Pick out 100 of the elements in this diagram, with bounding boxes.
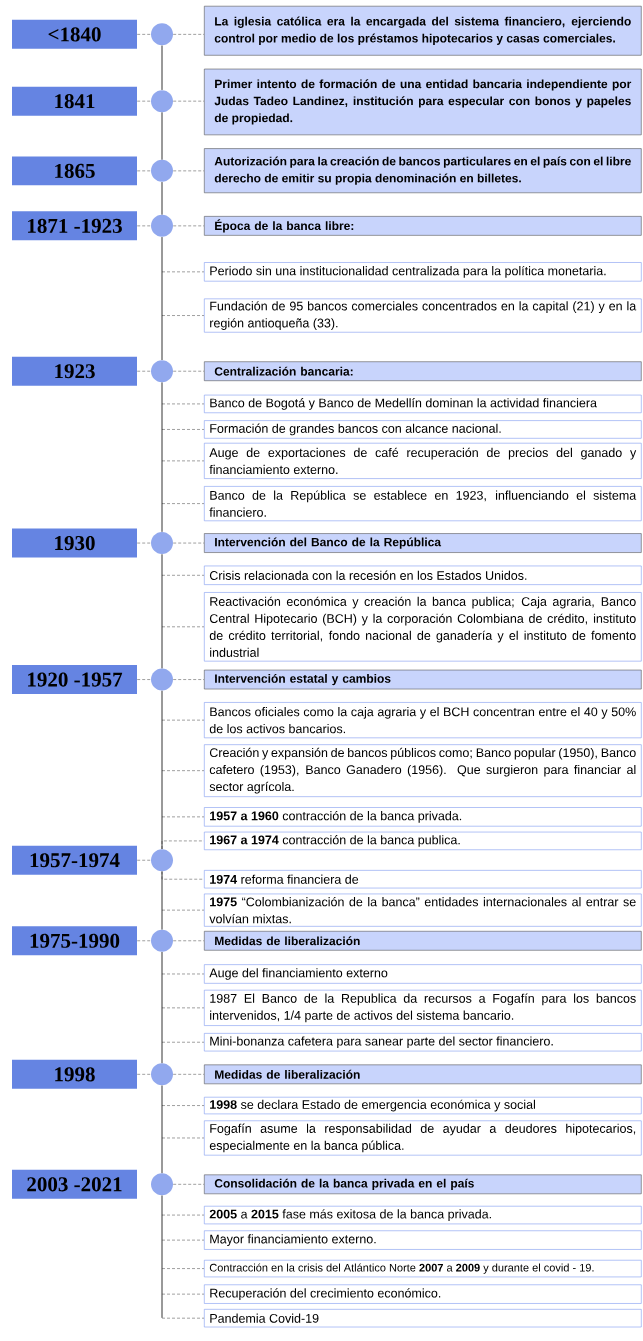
connector-line [136, 100, 152, 102]
note-box: Banco de la República se establece en 1923, influenciando el sistema financiero. [204, 486, 642, 522]
timeline-dot [151, 1173, 173, 1196]
timeline-dot [151, 360, 173, 383]
note-box: 2005 a 2015 fase más exitosa de la banca privada. [204, 1205, 642, 1225]
connector-line [172, 679, 205, 680]
connector-line [136, 1074, 152, 1075]
connector-line [161, 403, 205, 405]
section-header-box: Medidas de liberalización [204, 1064, 642, 1085]
timeline-dot [151, 668, 173, 691]
connector-line [172, 170, 205, 172]
timeline-line [161, 951, 163, 1064]
timeline-dot [151, 214, 173, 237]
connector-line [172, 100, 205, 102]
connector-line [172, 542, 205, 544]
note-box: Pandemia Covid-19 [204, 1309, 642, 1328]
connector-line [161, 1317, 205, 1319]
connector-line [161, 1041, 205, 1043]
year-box: <1840 [12, 19, 137, 49]
note-box: Fundación de 95 bancos comerciales concentrados en la capital (21) y en la región antioqueña (33). [204, 298, 642, 333]
connector-line [172, 370, 205, 372]
connector-line [161, 271, 205, 273]
connector-line [161, 626, 205, 628]
event-box: Primer intento de formación de una entidad bancaria independiente por Judas Tadeo Landinez, institución para especular con bonos y papeles de propiedad. [204, 68, 642, 136]
note-box: Banco de Bogotá y Banco de Medellín dominan la actividad financiera [204, 394, 642, 414]
connector-line [161, 770, 205, 771]
note-box: 1957 a 1960 contracción de la banca privada. [204, 807, 642, 827]
connector-line [172, 1074, 205, 1075]
timeline-dot [151, 159, 173, 182]
connector-line [172, 940, 205, 941]
year-box: 1920 -1957 [12, 665, 137, 695]
connector-line [136, 225, 152, 227]
connector-line [161, 503, 205, 504]
connector-line [161, 816, 205, 818]
section-header-box: Centralización bancaria: [204, 361, 642, 381]
note-box: Auge de exportaciones de café recuperación de precios del ganado y financiamiento externo. [204, 442, 642, 479]
year-box: 1975-1990 [12, 926, 137, 956]
connector-line [161, 719, 205, 721]
year-box: 2003 -2021 [12, 1169, 137, 1199]
note-box: Mayor financiamiento externo. [204, 1230, 642, 1250]
connector-line [161, 315, 205, 316]
note-box: Crisis relacionada con la recesión en los Estados Unidos. [204, 565, 642, 585]
note-box: 1967 a 1974 contracción de la banca publica. [204, 831, 642, 851]
note-box: Contracción en la crisis del Atlántico Norte 2007 a 2009 y durante el covid - 19. [204, 1259, 642, 1278]
section-header-box: Intervención del Banco de la República [204, 533, 642, 553]
connector-line [161, 1137, 205, 1139]
timeline-line [161, 1085, 163, 1174]
year-box: 1957-1974 [12, 845, 137, 875]
connector-line [161, 1268, 205, 1269]
connector-line [136, 860, 152, 861]
note-box: 1987 El Banco de la Republica da recursos a Fogafín para los bancos intervenidos, 1/4 parte de activos del sistema bancario. [204, 989, 642, 1026]
timeline-dot [151, 1063, 173, 1086]
connector-line [161, 1293, 205, 1295]
section-header-box: Intervención estatal y cambios [204, 669, 642, 690]
connector-line [136, 542, 152, 544]
section-header-box: Consolidación de la banca privada en el país [204, 1174, 642, 1195]
note-box: 1998 se declara Estado de emergencia económica y social [204, 1096, 642, 1115]
note-box: 1975 “Colombianización de la banca” entidades internacionales al entrar se volvían mixtas. [204, 893, 642, 927]
timeline-dot [151, 90, 173, 113]
section-header-box: Época de la banca libre: [204, 216, 642, 236]
timeline-line [161, 690, 163, 850]
timeline-line [161, 111, 163, 161]
timeline-line [161, 45, 163, 91]
connector-line [161, 1214, 205, 1216]
year-box: 1923 [12, 356, 137, 386]
timeline-dot [151, 23, 173, 46]
year-box: 1998 [12, 1059, 137, 1089]
note-box: Bancos oficiales como la caja agraria y el BCH concentran entre el 40 y 50% de los activos bancarios. [204, 702, 642, 739]
connector-line [161, 575, 205, 576]
note-box: 1974 reforma financiera de [204, 870, 642, 889]
note-box: Fogafín asume la responsabilidad de ayudar a deudores hipotecarios, especialmente en la banca pública. [204, 1120, 642, 1156]
year-box: 1871 -1923 [12, 211, 137, 241]
connector-line [161, 1007, 205, 1009]
timeline-dot [151, 532, 173, 555]
timeline-line [161, 871, 163, 930]
connector-line [172, 34, 205, 35]
connector-line [136, 34, 152, 35]
note-box: Auge del financiamiento externo [204, 964, 642, 984]
connector-line [172, 1184, 205, 1185]
connector-line [172, 225, 205, 227]
connector-line [161, 429, 205, 430]
event-box: La iglesia católica era la encargada del sistema financiero, ejerciendo control por medio de los préstamos hipotecarios y casas comerciales. [204, 5, 642, 56]
timeline-line [161, 181, 163, 216]
note-box: Recuperación del crecimiento económico. [204, 1284, 642, 1304]
connector-line [136, 170, 152, 172]
event-box: Autorización para la creación de bancos particulares en el país con el libre derecho de emitir su propia denominación en billetes. [204, 148, 642, 194]
year-box: 1865 [12, 156, 137, 186]
connector-line [161, 909, 205, 911]
timeline-dot [151, 849, 173, 872]
timeline-line [161, 236, 163, 361]
connector-line [161, 460, 205, 462]
connector-line [161, 1239, 205, 1241]
connector-line [136, 370, 152, 372]
note-box: Formación de grandes bancos con alcance nacional. [204, 420, 642, 439]
note-box: Periodo sin una institucionalidad centralizada para la política monetaria. [204, 262, 642, 282]
section-header-box: Medidas de liberalización [204, 930, 642, 951]
timeline-dot [151, 929, 173, 952]
note-box: Reactivación económica y creación la banca publica; Caja agraria, Banco Central Hipotecario (BCH) y la corporación Colombiana de crédito, instituto de crédito territorial, fondo nacional de ganadería y el instituto de fomento industrial [204, 592, 642, 662]
note-box: Creación y expansión de bancos públicos como; Banco popular (1950), Banco cafetero (1953), Banco Ganadero (1956). Que surgieron para financiar al sector agrícola. [204, 744, 642, 797]
timeline-line [161, 553, 163, 669]
